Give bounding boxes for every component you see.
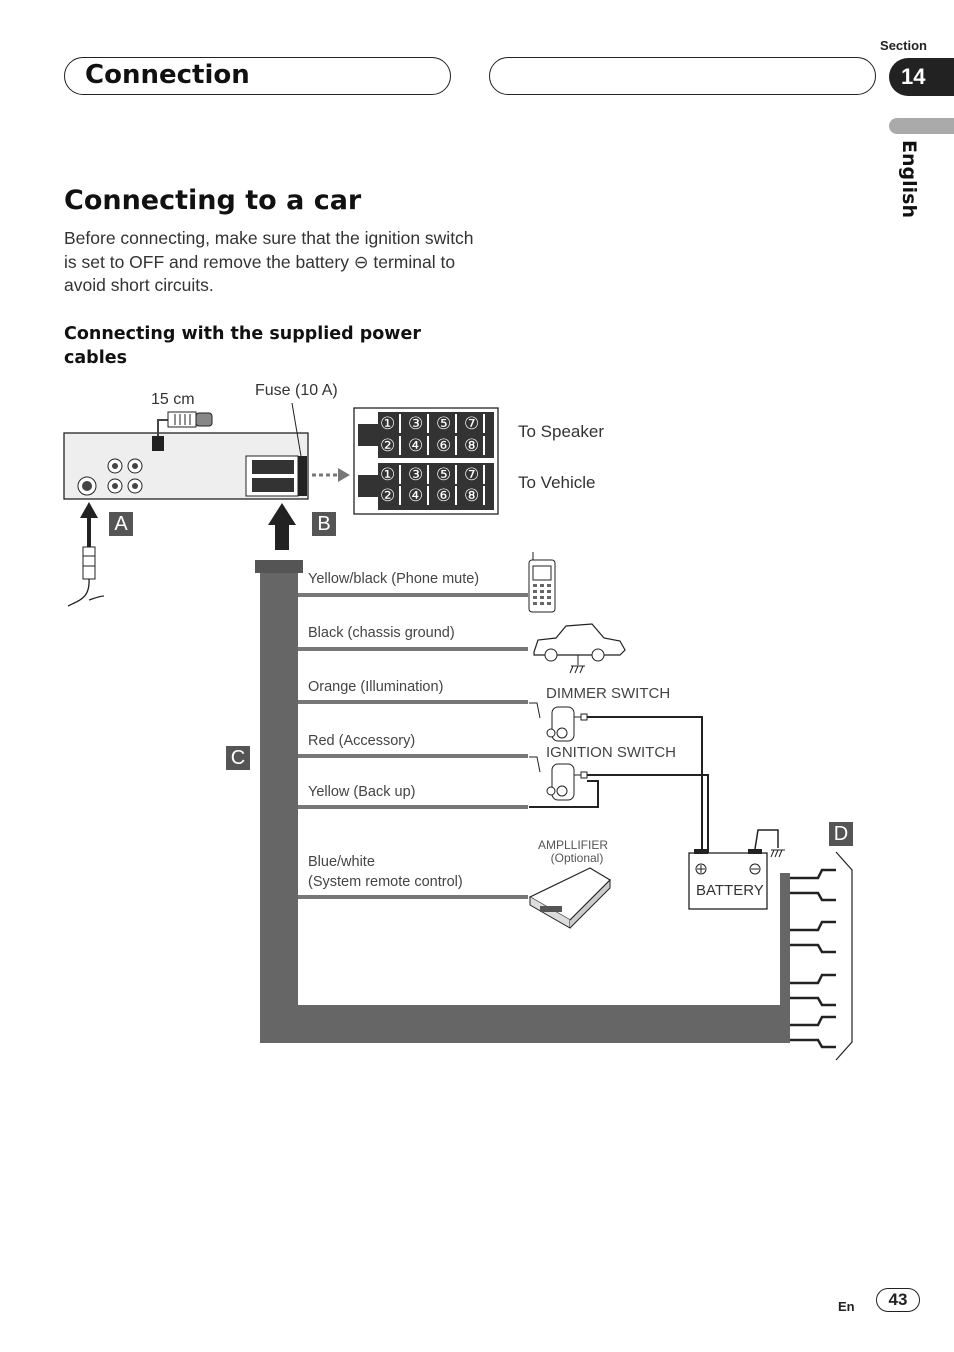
connector-arrow [312, 468, 350, 482]
arrow-b [268, 503, 296, 550]
header-title: Connection [85, 60, 250, 90]
pin-3: ③ [407, 465, 430, 484]
pin-1: ① [380, 414, 402, 433]
label-c: C [226, 746, 250, 770]
intro-paragraph: Before connecting, make sure that the ig… [64, 228, 474, 295]
language-label: English [898, 140, 920, 218]
wire-illumination: Orange (Illumination) [308, 679, 444, 695]
wire-back-up: Yellow (Back up) [308, 784, 416, 800]
pin-3: ③ [407, 414, 430, 433]
pin-7: ⑦ [463, 414, 486, 433]
label-a: A [109, 512, 133, 536]
dimmer-switch-icon [529, 702, 703, 853]
pin-5: ⑤ [435, 414, 458, 433]
pin-2: ② [380, 436, 402, 455]
battery-icon [688, 829, 785, 910]
language-tab [889, 118, 954, 134]
connector-pins-vehicle-top: ① ③ ⑤ ⑦ [380, 465, 486, 485]
power-cable [152, 411, 213, 451]
footer-lang-code: En [838, 1299, 855, 1314]
connector-pins-vehicle-bottom: ② ④ ⑥ ⑧ [380, 486, 486, 506]
to-speaker-label: To Speaker [518, 422, 604, 441]
speaker-bracket [835, 851, 853, 1061]
phone-icon [528, 552, 556, 613]
wire-phone-mute: Yellow/black (Phone mute) [308, 571, 480, 587]
wire-remote-line1: Blue/white [308, 854, 375, 870]
pin-8: ⑧ [463, 436, 486, 455]
ignition-switch-label: IGNITION SWITCH [546, 744, 676, 761]
page-number: 43 [876, 1288, 920, 1312]
wire-chassis-ground: Black (chassis ground) [308, 625, 455, 641]
header-empty-pill [489, 57, 876, 95]
wire-remote-line2: (System remote control) [308, 874, 463, 890]
head-unit [63, 432, 309, 500]
pin-7: ⑦ [463, 465, 486, 484]
iso-connector [353, 407, 499, 515]
section-label: Section [880, 38, 927, 53]
section-number-badge: 14 [889, 58, 954, 96]
pin-1: ① [380, 465, 402, 484]
car-icon [533, 623, 626, 674]
speaker-leads [790, 868, 836, 1049]
pin-4: ④ [407, 436, 430, 455]
page-heading: Connecting to a car [64, 185, 362, 216]
amplifier-label: AMPLLIFIER [537, 838, 609, 852]
wire-accessory: Red (Accessory) [308, 733, 416, 749]
battery-label: BATTERY [696, 882, 764, 899]
pin-6: ⑥ [435, 436, 458, 455]
wiring-harness [255, 560, 790, 1043]
label-d: D [829, 822, 853, 846]
connector-pins-speaker-bottom: ② ④ ⑥ ⑧ [380, 436, 486, 456]
fuse-label: Fuse (10 A) [255, 382, 338, 399]
to-vehicle-label: To Vehicle [518, 473, 596, 492]
pin-2: ② [380, 486, 402, 505]
label-b: B [312, 512, 336, 536]
pin-5: ⑤ [435, 465, 458, 484]
pin-6: ⑥ [435, 486, 458, 505]
amplifier-optional-label: (Optional) [550, 851, 604, 865]
cable-length-label: 15 cm [151, 391, 195, 408]
connector-pins-speaker-top: ① ③ ⑤ ⑦ [380, 414, 486, 434]
pin-4: ④ [407, 486, 430, 505]
header-title-pill: Connection [64, 57, 451, 95]
amplifier-icon [528, 867, 611, 929]
dimmer-switch-label: DIMMER SWITCH [546, 685, 671, 702]
fuse-leader [291, 402, 303, 463]
arrow-a [67, 502, 105, 607]
subheading: Connecting with the supplied power cable… [64, 324, 421, 368]
pin-8: ⑧ [463, 486, 486, 505]
ignition-switch-icon [529, 756, 709, 853]
